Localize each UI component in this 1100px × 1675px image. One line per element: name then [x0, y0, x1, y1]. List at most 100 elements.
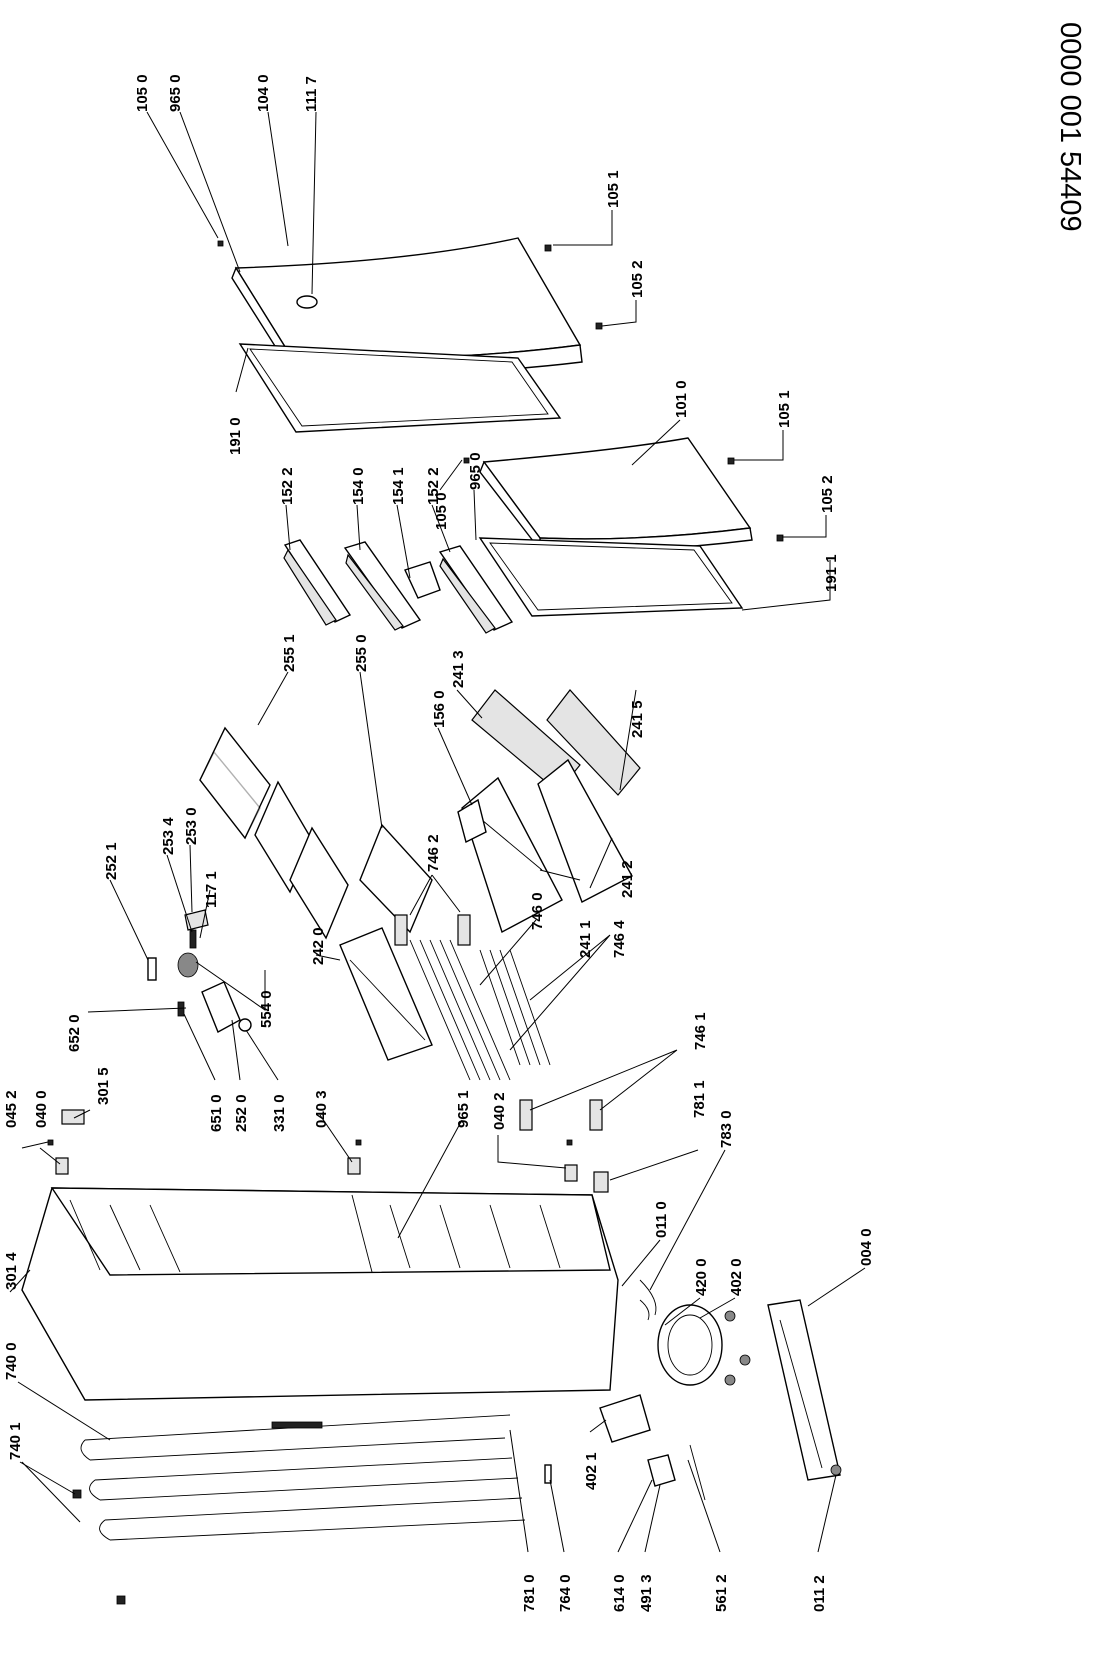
- callout-4913: 491 3: [638, 1574, 655, 1612]
- callout-0402: 040 2: [491, 1092, 508, 1130]
- callout-1171: 117 1: [203, 871, 220, 908]
- grommets: [724, 1310, 842, 1476]
- relay-box-4021: [599, 1394, 651, 1443]
- cabinet-body: [21, 1187, 619, 1401]
- callout-3014: 301 4: [3, 1252, 20, 1290]
- callout-6510: 651 0: [208, 1094, 225, 1132]
- small-fixings: [47, 1139, 573, 1605]
- lower-door-gasket: [478, 537, 744, 617]
- callout-7830: 783 0: [718, 1110, 735, 1148]
- callout-2520: 252 0: [233, 1094, 250, 1132]
- lamp-holder-6510: [177, 1001, 185, 1017]
- callout-7810: 781 0: [521, 1574, 538, 1612]
- callout-1560: 156 0: [431, 690, 448, 728]
- callout-1522-b: 152 2: [425, 467, 442, 505]
- door-balcony-1540: [343, 541, 422, 631]
- callout-0400: 040 0: [33, 1090, 50, 1128]
- fitting-7640: [544, 1464, 552, 1484]
- callout-1051-a: 105 1: [605, 170, 622, 208]
- bulb-2521: [147, 957, 157, 981]
- pipe-7810: [271, 1421, 323, 1429]
- door-balcony-1522-bottom: [438, 545, 514, 634]
- hinge-pin-lower: [595, 322, 603, 330]
- callout-0403: 040 3: [313, 1090, 330, 1128]
- spring-1171: [189, 929, 197, 949]
- callout-2415: 241 5: [629, 700, 646, 738]
- callout-1052-b: 105 2: [819, 475, 836, 513]
- callout-0040: 004 0: [858, 1228, 875, 1266]
- callout-3310: 331 0: [271, 1094, 288, 1132]
- callout-9650-a: 965 0: [167, 74, 184, 112]
- document-id: 0000 001 54409: [1046, 22, 1092, 642]
- crisper-cover-2415: [546, 689, 641, 796]
- crisper-drawer-2412: [537, 758, 633, 903]
- thermostat-5540: [177, 952, 199, 978]
- callout-2413: 241 3: [450, 650, 467, 688]
- base-plate-0040: [767, 1299, 841, 1481]
- callout-2551: 255 1: [281, 634, 298, 672]
- evaporator-clips-7461: [519, 1099, 603, 1131]
- callout-1911: 191 1: [823, 554, 840, 592]
- callout-7400: 740 0: [3, 1342, 20, 1380]
- callout-4021: 402 1: [583, 1452, 600, 1490]
- callout-7811: 781 1: [691, 1080, 708, 1118]
- lower-door-panel: [479, 437, 753, 553]
- screw-upper-left: [217, 240, 224, 247]
- callout-2550: 255 0: [353, 634, 370, 672]
- callout-1910: 191 0: [227, 417, 244, 455]
- exploded-parts-diagram: 105 0 965 0 104 0 111 7 105 1 105 2 191 …: [3, 74, 875, 1612]
- evaporator-7460: [409, 939, 551, 1081]
- drain-tube-7830: [639, 1279, 657, 1316]
- hinge-pin-upper: [544, 244, 552, 252]
- callout-5612: 561 2: [713, 1574, 730, 1612]
- screw-lower-door: [463, 457, 470, 464]
- callout-1541: 154 1: [390, 467, 407, 505]
- callout-1050-b: 105 0: [433, 492, 450, 530]
- callout-9651: 965 1: [455, 1090, 472, 1128]
- callout-1522-a: 152 2: [279, 467, 296, 505]
- callout-3015: 301 5: [95, 1067, 112, 1105]
- knob-3310: [238, 1018, 252, 1032]
- callout-0110: 011 0: [653, 1201, 670, 1238]
- callout-7460: 746 0: [529, 892, 546, 930]
- callout-1050-a: 105 0: [134, 74, 151, 112]
- callout-9650-b: 965 0: [467, 452, 484, 490]
- callout-0112: 011 2: [811, 1575, 828, 1612]
- hinges-brackets: [55, 1157, 609, 1193]
- evaporator-brackets-7462: [394, 914, 471, 946]
- callout-1117: 111 7: [303, 76, 320, 112]
- callout-2411: 241 1: [577, 920, 594, 958]
- callout-1010: 101 0: [673, 380, 690, 418]
- glass-shelves-2551: [199, 726, 349, 940]
- pipe-4200: [639, 1299, 650, 1321]
- egg-holder-1541: [404, 561, 441, 599]
- callout-2412: 241 2: [619, 860, 636, 898]
- callout-7462: 746 2: [425, 834, 442, 872]
- callout-1051-b: 105 1: [776, 390, 793, 428]
- callout-2530: 253 0: [183, 807, 200, 845]
- callout-1052-a: 105 2: [629, 260, 646, 298]
- callout-4200: 420 0: [693, 1258, 710, 1296]
- callout-6140: 614 0: [611, 1574, 628, 1612]
- door-balcony-1522-top: [283, 539, 352, 626]
- callout-2521: 252 1: [103, 842, 120, 880]
- freezer-drawer-2420: [339, 927, 433, 1061]
- callout-7401: 740 1: [7, 1422, 24, 1460]
- callout-1540: 154 0: [350, 467, 367, 505]
- capacitor-6140: [647, 1454, 676, 1487]
- callout-4020: 402 0: [728, 1258, 745, 1296]
- callout-2534: 253 4: [160, 817, 177, 855]
- leader-lines: [9, 111, 866, 1553]
- callout-7640: 764 0: [557, 1574, 574, 1612]
- upper-door-gasket: [238, 343, 562, 433]
- callout-5540: 554 0: [258, 990, 275, 1028]
- callout-7464: 746 4: [611, 920, 628, 958]
- control-housing-2520: [201, 981, 241, 1033]
- glass-shelf-2550: [359, 823, 433, 934]
- callout-0452: 045 2: [3, 1090, 20, 1128]
- callout-labels: 105 0 965 0 104 0 111 7 105 1 105 2 191 …: [3, 74, 875, 1612]
- callout-7461: 746 1: [692, 1012, 709, 1050]
- hinge-pin-bottom: [776, 534, 784, 542]
- cover-3015: [61, 1109, 85, 1125]
- wire-5612: [689, 1444, 706, 1501]
